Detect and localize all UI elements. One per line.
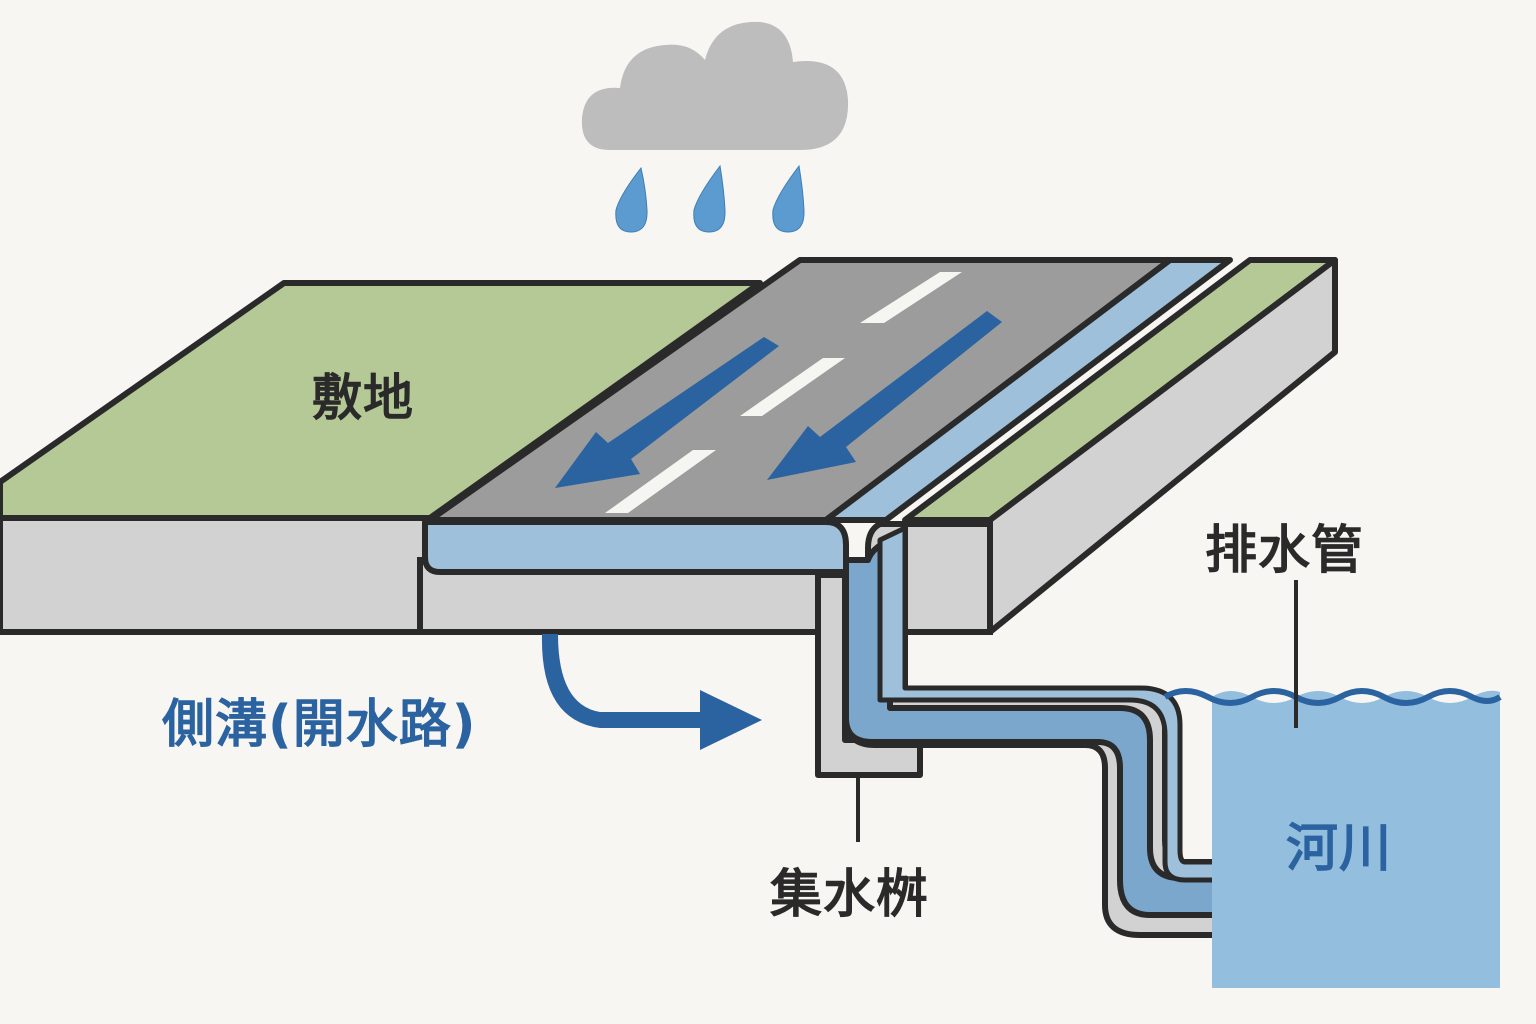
road-runoff-arrow-left bbox=[555, 337, 779, 488]
rain-cloud-icon bbox=[581, 21, 849, 151]
road-runoff-arrow-right bbox=[767, 311, 1002, 480]
side-ditch-flow-arrow bbox=[541, 634, 762, 750]
raindrop-icon bbox=[693, 164, 726, 233]
river bbox=[1163, 688, 1502, 988]
side-ditch-channel bbox=[422, 257, 1233, 575]
right-ground-block bbox=[902, 257, 1338, 635]
river-label: 河川 bbox=[1286, 819, 1393, 879]
drain-pipe-label: 排水管 bbox=[1205, 521, 1365, 581]
raindrop-icon bbox=[615, 166, 648, 233]
catch-basin-label: 集水桝 bbox=[770, 865, 930, 925]
raindrop-icon bbox=[772, 164, 805, 233]
lane-marking bbox=[605, 272, 962, 513]
side-ditch-label: 側溝(開水路) bbox=[162, 695, 477, 755]
site-label: 敷地 bbox=[312, 369, 414, 427]
